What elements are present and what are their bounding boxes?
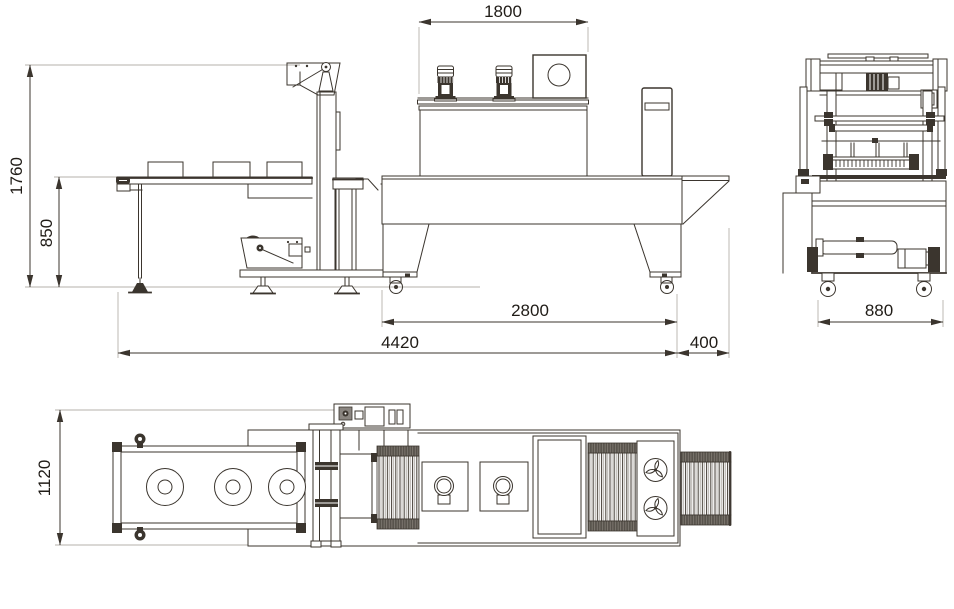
control-panel [333, 403, 411, 429]
dim-table-height: 850 [37, 219, 56, 247]
end-view: 880 [782, 53, 948, 327]
tunnel-motor-2 [492, 65, 516, 102]
caster-right [660, 276, 674, 294]
table-knob-bottom [134, 527, 146, 541]
fan-icon-2 [643, 496, 668, 520]
control-pillar [641, 87, 673, 177]
product-boxes [147, 161, 303, 178]
dim-machine-width: 880 [865, 301, 893, 320]
tunnel-fan-housing [532, 54, 587, 99]
table-knob-top [134, 433, 146, 448]
machine-base [239, 269, 418, 295]
upper-film-arm [286, 62, 341, 96]
seal-comb-bar [823, 154, 919, 170]
plan-view: 1120 [35, 403, 732, 548]
infeed-table-plan [112, 433, 306, 541]
dim-tunnel-top-width: 1800 [484, 2, 522, 21]
outfeed-chute [681, 175, 730, 225]
side-view: 1800 1760 850 2800 4420 400 [7, 2, 730, 358]
shrink-tunnel-side [381, 54, 730, 294]
end-caster-right [916, 272, 932, 297]
side-extension-lines [25, 27, 730, 358]
end-body [782, 175, 947, 297]
end-view-dimension: 880 [817, 300, 944, 327]
tunnel-bed [381, 175, 683, 225]
tunnel-motor-1 [434, 65, 457, 102]
table-discs [146, 468, 306, 506]
caster-left [389, 276, 403, 294]
film-column [239, 62, 418, 295]
film-roll [815, 237, 933, 269]
lower-film-arm [240, 235, 311, 269]
dim-tunnel-length: 2800 [511, 301, 549, 320]
end-top-assembly [805, 53, 948, 109]
roller-section-tunnel-exit [587, 442, 639, 532]
end-frame [798, 86, 947, 201]
infeed-table [116, 161, 313, 294]
tunnel-window-plan [532, 435, 587, 539]
fan-unit-plan [636, 440, 675, 537]
end-caster-left [820, 272, 836, 297]
tunnel-legs [382, 223, 682, 294]
plan-view-dimension: 1120 [35, 409, 64, 546]
dim-outfeed-length: 400 [690, 333, 718, 352]
roller-section-discharge [680, 451, 732, 526]
tunnel-plates-plan [421, 461, 529, 512]
roller-section-infeed [371, 445, 420, 530]
dim-overall-width: 1120 [35, 460, 54, 497]
dim-overall-length: 4420 [381, 333, 419, 352]
side-view-dimensions: 1800 1760 850 2800 4420 400 [7, 2, 730, 357]
fan-icon-1 [643, 458, 668, 482]
seal-post [332, 177, 379, 271]
dim-overall-height: 1760 [7, 157, 26, 195]
